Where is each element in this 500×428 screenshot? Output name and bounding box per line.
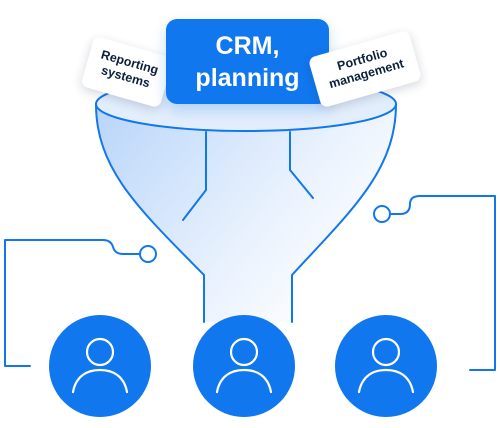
connector-right [389, 195, 496, 371]
avatar-center [193, 315, 295, 417]
user-icon [357, 337, 415, 394]
funnel-body [96, 104, 396, 322]
card-title-line: planning [195, 64, 300, 92]
avatar-left [49, 315, 151, 417]
user-icon [215, 337, 273, 394]
connector-left [4, 239, 141, 367]
crm-planning-card: CRM, planning [166, 19, 329, 104]
card-title-line: CRM, [215, 32, 280, 60]
avatar-right [335, 315, 437, 417]
connector-left-node [139, 245, 157, 263]
funnel-right-side [291, 103, 397, 323]
user-icon [71, 337, 129, 394]
funnel-inner-line-right [289, 131, 314, 199]
funnel [95, 76, 397, 323]
funnel-left-side [95, 103, 205, 323]
connectors [4, 195, 496, 371]
connector-right-node [373, 205, 391, 223]
funnel-inner-line-left [182, 131, 207, 221]
